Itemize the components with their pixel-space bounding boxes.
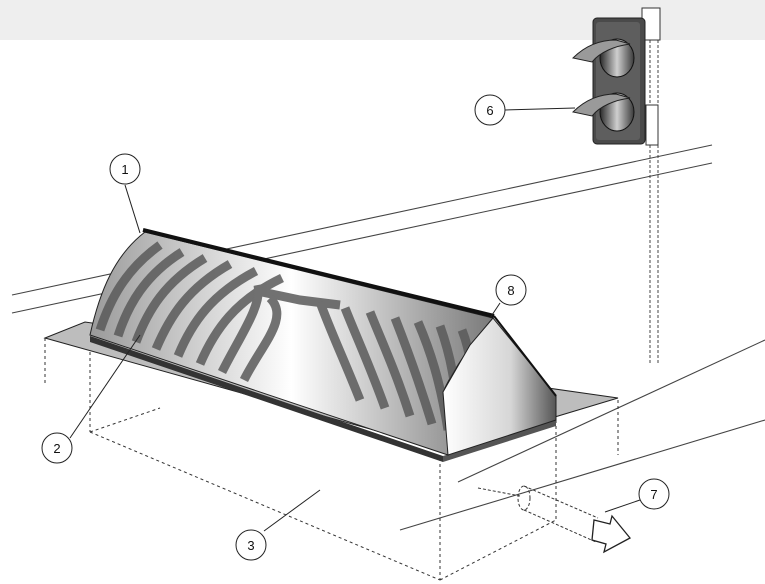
callout-3-label: 3 [247, 538, 254, 553]
callout-1-label: 1 [121, 162, 128, 177]
callout-6-label: 6 [486, 103, 493, 118]
callout-8-label: 8 [507, 283, 514, 298]
callout-7-label: 7 [650, 487, 657, 502]
callout-2: 2 [41, 432, 73, 464]
callout-6: 6 [474, 94, 506, 126]
callout-1: 1 [109, 153, 141, 185]
flow-arrow-icon [591, 514, 632, 554]
drain-pipe-icon [477, 485, 599, 543]
leader-lines [69, 107, 641, 532]
foundation-outline [44, 338, 619, 581]
road-blocker-barrier-icon [89, 228, 557, 456]
callout-8: 8 [495, 274, 527, 306]
callout-2-label: 2 [53, 441, 60, 456]
traffic-light-icon [571, 7, 661, 365]
callout-3: 3 [235, 529, 267, 561]
callout-7: 7 [638, 478, 670, 510]
